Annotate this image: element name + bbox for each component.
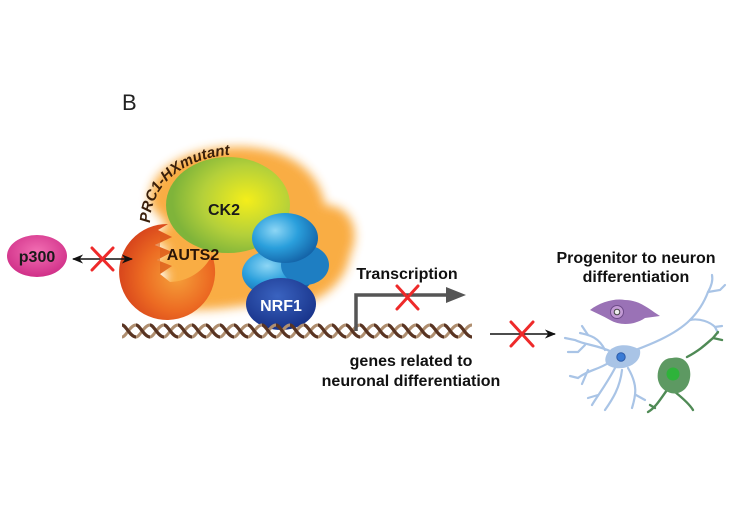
dna-strand-dark [177, 323, 193, 339]
neuron-blue-nucleus [616, 352, 626, 362]
differentiation-inhibition-x-icon [509, 320, 535, 348]
dna-strand-dark [289, 323, 305, 339]
dna-strand-dark [317, 323, 333, 339]
dna-strand-dark [401, 323, 417, 339]
dna-strand-dark [205, 323, 221, 339]
p300-inhibition-x-icon [90, 246, 115, 272]
p300-protein [7, 235, 67, 277]
transcription-label: Transcription [356, 266, 457, 283]
dna-strand-dark [373, 323, 389, 339]
dna-strand-dark [415, 323, 431, 339]
dna-strand-dark [303, 323, 319, 339]
neuron-purple [590, 299, 660, 324]
blue-subunit-top [252, 213, 318, 263]
transcription-inhibition-x-icon [395, 284, 420, 311]
nrf1-label: NRF1 [260, 298, 302, 315]
dna-strand-dark [233, 323, 249, 339]
dna-strand-dark [387, 323, 403, 339]
genes-label-line2: neuronal differentiation [322, 373, 501, 390]
dna-strand-dark [457, 323, 473, 339]
dna-strand-dark [345, 323, 361, 339]
auts2-subunit [119, 223, 216, 320]
differentiation-title-line2: differentiation [583, 269, 690, 286]
dna-strand-dark [275, 323, 291, 339]
neuron-blue [563, 273, 727, 412]
dna-strand-dark [359, 323, 375, 339]
dna-strand-dark [261, 323, 277, 339]
dna-strand-dark [429, 323, 445, 339]
dna-helix [121, 323, 473, 339]
dna-strand-dark [219, 323, 235, 339]
panel-label: B [122, 90, 137, 115]
dna-strand-dark [121, 323, 137, 339]
neuron-green [646, 330, 724, 414]
dna-strand-dark [135, 323, 151, 339]
ck2-label: CK2 [208, 202, 240, 219]
p300-label: p300 [19, 249, 56, 266]
transcription-arrowhead [446, 287, 466, 303]
dna-strand-dark [443, 323, 459, 339]
dna-strand-dark [191, 323, 207, 339]
nrf1-subunit [246, 278, 316, 330]
auts2-label: AUTS2 [167, 247, 220, 264]
dna-strand-dark [247, 323, 263, 339]
dna-strand-dark [163, 323, 179, 339]
transcription-arrow [354, 293, 450, 331]
dna-strand-dark [331, 323, 347, 339]
differentiation-title-line1: Progenitor to neuron [556, 250, 715, 267]
genes-label-line1: genes related to [350, 353, 473, 370]
dna-strand-dark [149, 323, 165, 339]
